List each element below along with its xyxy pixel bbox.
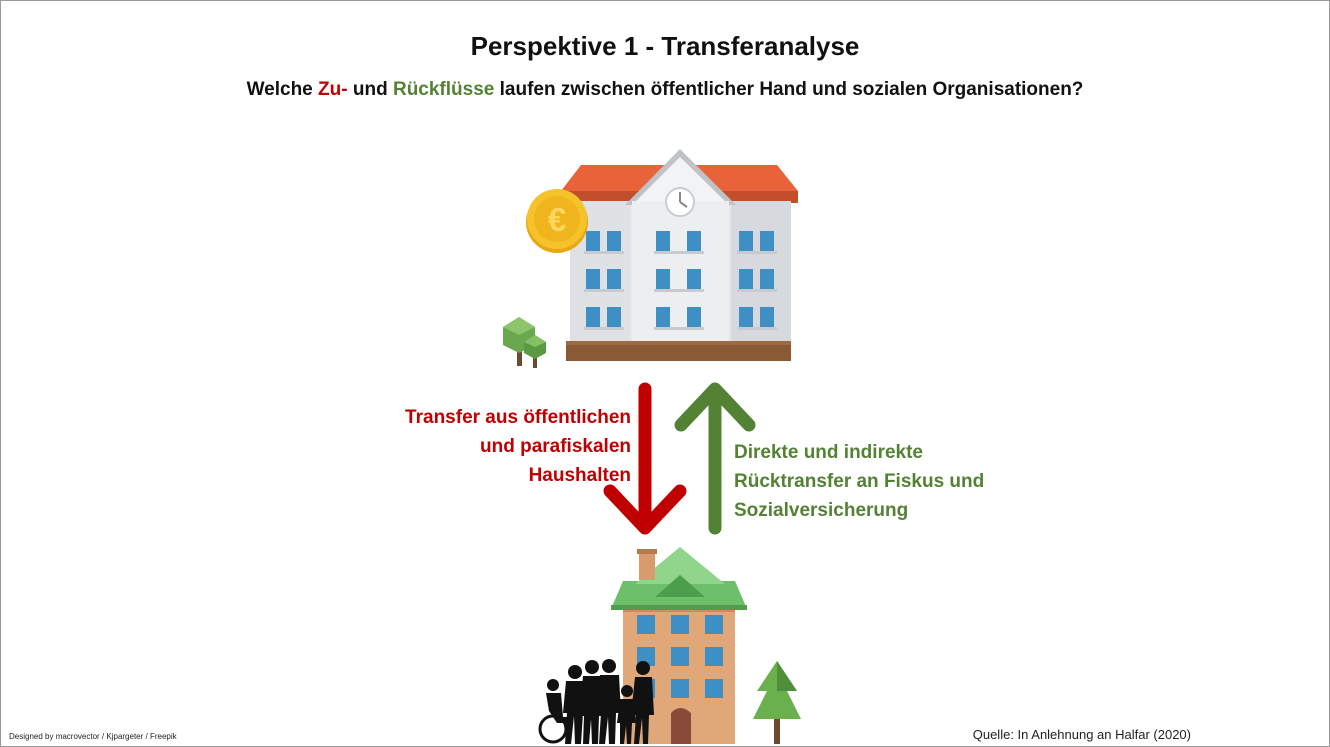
transfer-down-line-2: und parafiskalen xyxy=(480,436,631,457)
subtitle-inflow: Zu- xyxy=(318,79,348,100)
transfer-down-line-3: Haushalten xyxy=(528,465,631,486)
tree-icon xyxy=(753,661,801,744)
social-organization-building-icon xyxy=(611,547,747,744)
subtitle: Welche Zu- und Rückflüsse laufen zwische… xyxy=(1,79,1329,101)
public-building-icon xyxy=(561,149,798,361)
image-credit: Designed by macrovector / Kjpargeter / F… xyxy=(9,732,177,741)
euro-coin-icon: € xyxy=(526,189,588,253)
subtitle-part2: und xyxy=(347,79,393,100)
transfer-down-line-1: Transfer aus öffentlichen xyxy=(405,407,631,428)
page-title: Perspektive 1 - Transferanalyse xyxy=(470,31,860,61)
transfer-up-line-3: Sozialversicherung xyxy=(734,500,909,521)
transfer-up-line-2: Rücktransfer an Fiskus und xyxy=(734,471,985,492)
source-note: Quelle: In Anlehnung an Halfar (2020) xyxy=(972,727,1191,742)
people-silhouette-icon xyxy=(538,659,654,744)
transfer-down-arrow xyxy=(603,382,687,535)
subtitle-part3: laufen zwischen öffentlicher Hand und so… xyxy=(494,79,1084,100)
transfer-up-arrow xyxy=(674,382,756,535)
transfer-down-label: Transfer aus öffentlichen und parafiskal… xyxy=(331,403,631,490)
clock-icon xyxy=(665,187,695,217)
transfer-up-line-1: Direkte und indirekte xyxy=(734,442,923,463)
subtitle-backflow: Rückflüsse xyxy=(392,79,495,100)
transfer-up-label: Direkte und indirekte Rücktransfer an Fi… xyxy=(734,438,1054,525)
coin-symbol: € xyxy=(548,201,566,238)
subtitle-part1: Welche xyxy=(246,79,319,100)
tree-icon xyxy=(503,317,546,368)
